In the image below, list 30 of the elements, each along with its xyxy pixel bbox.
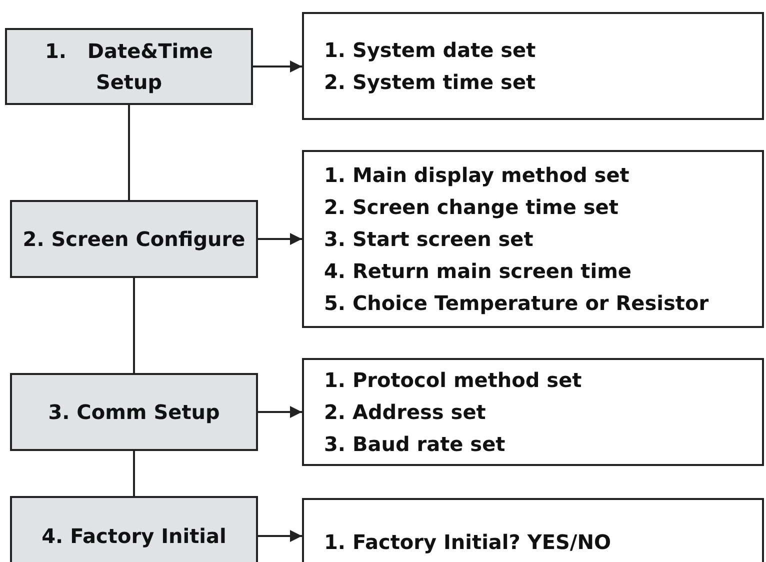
option-item: 2. Address set	[324, 399, 487, 426]
options-box	[302, 358, 764, 466]
option-item: 1. System date set	[324, 37, 537, 64]
arrow	[258, 530, 302, 542]
menu-title: 2. Screen Configure	[22, 226, 246, 252]
option-item: 2. Screen change time set	[324, 194, 620, 221]
connector-line	[133, 278, 135, 373]
option-item: 3. Start screen set	[324, 226, 534, 253]
options-box	[302, 12, 764, 120]
arrow	[253, 60, 302, 72]
menu-box	[10, 373, 258, 451]
connector-line	[128, 105, 130, 200]
menu-box	[10, 496, 258, 562]
options-box	[302, 498, 764, 562]
menu-title: 4. Factory Initial	[42, 522, 226, 550]
option-item: 5. Choice Temperature or Resistor	[324, 290, 710, 317]
options-box	[302, 150, 764, 328]
option-item: 2. System time set	[324, 69, 537, 96]
arrow	[258, 233, 302, 245]
option-item: 1. Main display method set	[324, 162, 630, 189]
connector-line	[133, 451, 135, 496]
menu-title: 1. Date&Time Setup	[44, 38, 214, 96]
menu-title: 3. Comm Setup	[48, 398, 220, 426]
arrow	[258, 406, 302, 418]
menu-box	[10, 200, 258, 278]
menu-box	[5, 28, 253, 105]
option-item: 4. Return main screen time	[324, 258, 632, 285]
option-item: 3. Baud rate set	[324, 431, 506, 458]
option-item: 1. Protocol method set	[324, 367, 583, 394]
option-item: 1. Factory Initial? YES/NO	[324, 529, 612, 556]
